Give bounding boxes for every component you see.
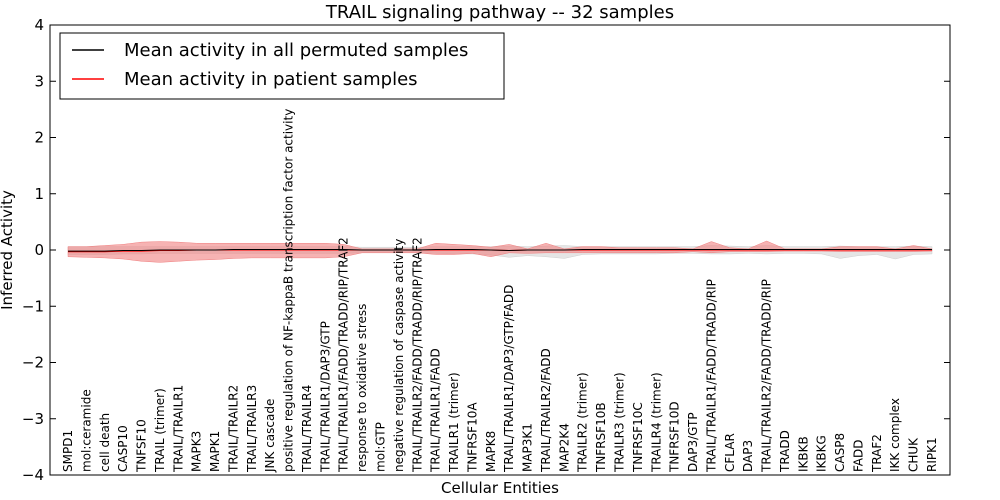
x-tick-label: CFLAR <box>723 433 737 472</box>
x-tick-label: TRAILR1 (trimer) <box>447 372 461 473</box>
x-tick-label: SMPD1 <box>61 430 75 472</box>
legend-box <box>59 32 505 100</box>
x-tick-label: mol:GTP <box>374 422 388 472</box>
x-tick-label: TRAIL/TRAILR1/FADD/TRADD/RIP <box>704 279 718 473</box>
x-tick-label: response to oxidative stress <box>355 304 369 472</box>
x-tick-label: TNFSF10 <box>135 419 149 473</box>
x-tick-label: TRAIL/TRAILR1/DAP3/GTP <box>318 321 332 473</box>
x-tick-label: FADD <box>852 440 866 473</box>
plot-frame <box>49 24 951 476</box>
x-tick-label: IKK complex <box>888 398 902 472</box>
x-tick-label: TRAIL/TRAILR2 <box>226 385 240 473</box>
x-tick-label: TRAILR2 (trimer) <box>576 372 590 473</box>
legend: Mean activity in all permuted samples Me… <box>59 32 505 100</box>
y-tick-label: −3 <box>22 410 44 428</box>
x-tick-label: DAP3/GTP <box>686 412 700 472</box>
y-tick-label: −2 <box>22 354 44 372</box>
x-tick-label: TRAF2 <box>870 434 884 473</box>
x-tick-label: TNFRSF10D <box>668 401 682 473</box>
confidence-bands <box>67 240 933 263</box>
series-lines <box>68 248 932 253</box>
x-tick-label: mol:ceramide <box>79 389 93 472</box>
x-tick-label: MAP2K4 <box>557 423 571 472</box>
y-axis-label: Inferred Activity <box>0 190 16 310</box>
y-tick-label: 3 <box>34 72 44 90</box>
legend-label-patient: Mean activity in patient samples <box>124 69 418 90</box>
x-tick-label: RIPK1 <box>925 437 939 472</box>
x-tick-label: TRAILR4 (trimer) <box>649 372 663 473</box>
y-tick-label: 1 <box>34 185 44 203</box>
x-tick-label: CASP8 <box>833 433 847 472</box>
x-tick-label: TRAIL/TRAILR3 <box>245 385 259 473</box>
x-tick-label: TNFRSF10B <box>594 402 608 473</box>
x-tick-label: TRAIL/TRAILR1/DAP3/GTP/FADD <box>502 285 516 473</box>
x-tick-label: TRAIL/TRAILR2/FADD/TRADD/RIP/TRAF2 <box>410 237 424 473</box>
x-tick-label: CASP10 <box>116 425 130 472</box>
x-tick-label: MAPK3 <box>190 431 204 472</box>
x-tick-label: JNK cascade <box>263 399 277 473</box>
x-tick-label: TNFRSF10A <box>465 402 479 473</box>
x-tick-label: IKBKB <box>796 436 810 472</box>
x-axis-label: Cellular Entities <box>441 479 559 497</box>
y-tick-label: 2 <box>34 129 44 147</box>
y-tick-label: 0 <box>34 241 44 259</box>
x-tick-label: TRAIL/TRAILR1/FADD <box>429 348 443 473</box>
x-tick-label: MAPK8 <box>484 431 498 472</box>
x-tick-label: TRAIL/TRAILR2/FADD <box>539 348 553 473</box>
x-tick-label: TRAIL/TRAILR1 <box>171 385 185 473</box>
x-tick-label: MAPK1 <box>208 431 222 472</box>
x-tick-label: TRADD <box>778 430 792 473</box>
y-tick-label: −1 <box>22 297 44 315</box>
x-tick-label: positive regulation of NF-kappaB transcr… <box>282 109 296 472</box>
y-tick-label: 4 <box>34 16 44 34</box>
x-tick-label: negative regulation of caspase activity <box>392 239 406 472</box>
x-tick-label: TRAILR3 (trimer) <box>613 372 627 473</box>
line-permuted-mean <box>68 248 932 252</box>
x-tick-label: cell death <box>98 413 112 472</box>
chart-title: TRAIL signaling pathway -- 32 samples <box>325 2 674 23</box>
x-tick-labels: SMPD1 mol:ceramide cell death CASP10 TNFSF10… <box>61 109 939 473</box>
y-tick-label: −4 <box>22 466 44 484</box>
y-axis-ticks: −4 −3 −2 −1 0 1 2 3 4 <box>22 16 950 484</box>
band-patient <box>67 240 933 263</box>
x-tick-label: TRAIL (trimer) <box>153 388 167 473</box>
x-tick-label: TRAIL/TRAILR1/FADD/TRADD/RIP/TRAF2 <box>337 237 351 473</box>
x-tick-label: CHUK <box>907 437 921 472</box>
x-tick-label: MAP3K1 <box>521 423 535 472</box>
x-tick-label: TRAIL/TRAILR4 <box>300 385 314 473</box>
x-tick-label: TRAIL/TRAILR2/FADD/TRADD/RIP <box>760 279 774 473</box>
x-tick-label: DAP3 <box>741 440 755 472</box>
x-tick-label: TNFRSF10C <box>631 402 645 473</box>
legend-label-permuted: Mean activity in all permuted samples <box>124 40 468 61</box>
x-tick-label: IKBKG <box>815 435 829 472</box>
